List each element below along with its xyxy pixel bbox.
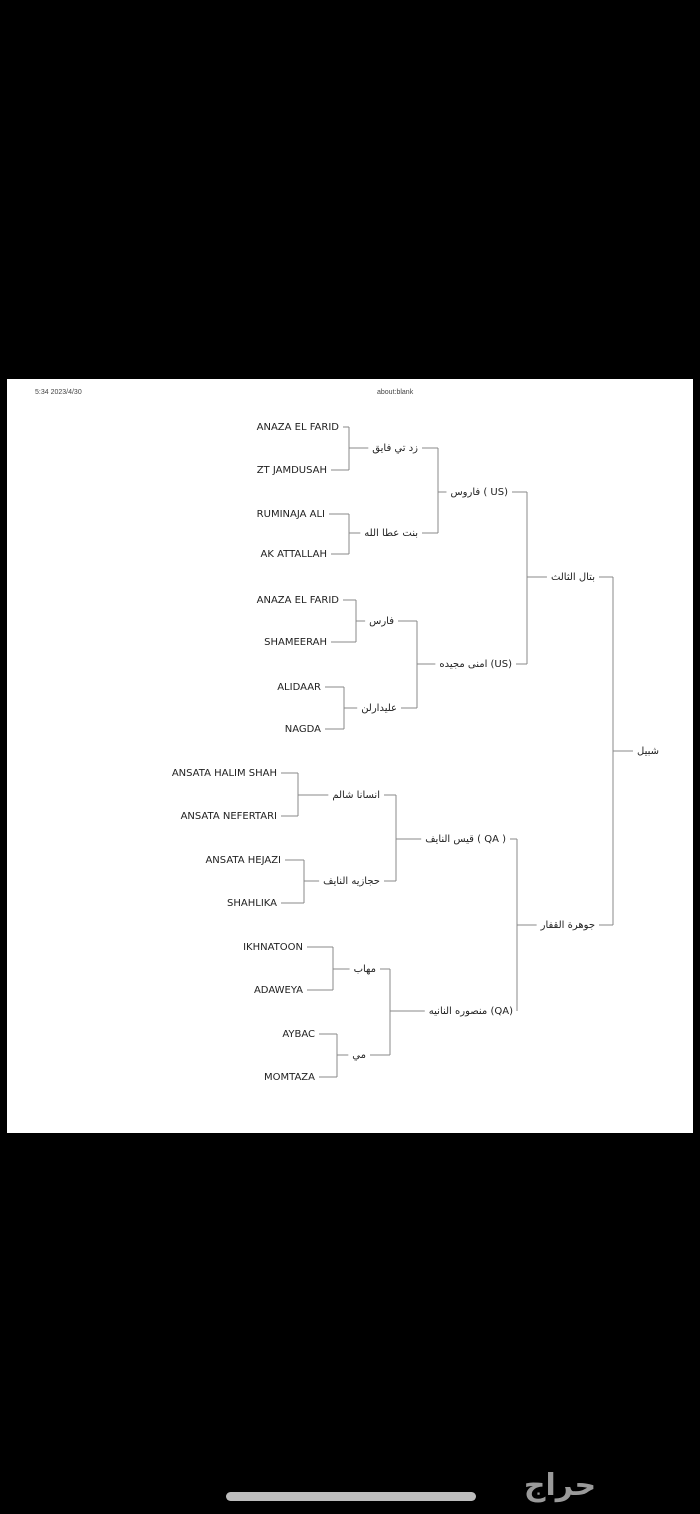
- gen2-parent-label: بتال الثالث: [551, 572, 595, 583]
- gen3-ancestor-label: منصوره النانيه (QA): [429, 1006, 513, 1017]
- gen5-ancestor-label: ALIDAAR: [277, 682, 321, 693]
- watermark-text: حراج: [524, 1468, 596, 1503]
- gen5-ancestor-label: SHAHLIKA: [227, 898, 277, 909]
- home-indicator: [226, 1492, 476, 1501]
- gen4-ancestor-label: زد تي فايق: [372, 443, 418, 454]
- gen4-ancestor-label: انسانا شالم: [332, 790, 380, 801]
- gen5-ancestor-label: NAGDA: [285, 724, 321, 735]
- gen5-ancestor-label: ADAWEYA: [254, 985, 303, 996]
- gen5-ancestor-label: ANSATA HEJAZI: [205, 855, 281, 866]
- page-address: about:blank: [377, 389, 414, 396]
- gen5-ancestor-label: IKHNATOON: [243, 942, 303, 953]
- gen4-ancestor-label: مهاب: [354, 964, 376, 975]
- gen3-ancestor-label: فاروس ( US): [450, 487, 508, 498]
- haraj-logo-icon: حراج: [524, 1468, 596, 1503]
- gen5-ancestor-label: ZT JAMDUSAH: [257, 465, 327, 476]
- gen3-ancestor-label: امنى مجيده (US): [439, 659, 512, 670]
- gen5-ancestor-label: AK ATTALLAH: [261, 549, 327, 560]
- gen2-parent-label: جوهرة القفار: [540, 920, 595, 931]
- pedigree-document: 5:34 2023/4/30 about:blank ANAZA EL FARI…: [7, 379, 693, 1133]
- gen4-ancestor-label: حجازيه النايف: [323, 876, 380, 887]
- gen5-ancestor-label: ANSATA HALIM SHAH: [172, 768, 277, 779]
- gen5-ancestor-label: ANAZA EL FARID: [257, 595, 340, 606]
- gen5-ancestor-label: ANSATA NEFERTARI: [181, 811, 277, 822]
- print-timestamp: 5:34 2023/4/30: [35, 389, 82, 396]
- gen5-ancestor-label: RUMINAJA ALI: [257, 509, 325, 520]
- gen4-ancestor-label: عليدارلن: [361, 703, 397, 714]
- gen4-ancestor-label: فارس: [369, 616, 394, 627]
- gen5-ancestor-label: SHAMEERAH: [264, 637, 327, 648]
- gen4-ancestor-label: بنت عطا الله: [364, 528, 418, 539]
- gen4-ancestor-label: مي: [352, 1050, 366, 1061]
- gen5-ancestor-label: AYBAC: [282, 1029, 315, 1040]
- gen5-ancestor-label: ANAZA EL FARID: [257, 422, 340, 433]
- gen5-ancestor-label: MOMTAZA: [264, 1072, 315, 1083]
- pedigree-tree: ANAZA EL FARID ZT JAMDUSAH RUMINAJA ALI AK …: [172, 422, 659, 1083]
- subject-horse-label: شبيل: [637, 746, 659, 757]
- gen3-ancestor-label: قيس النايف ( QA ): [425, 834, 506, 845]
